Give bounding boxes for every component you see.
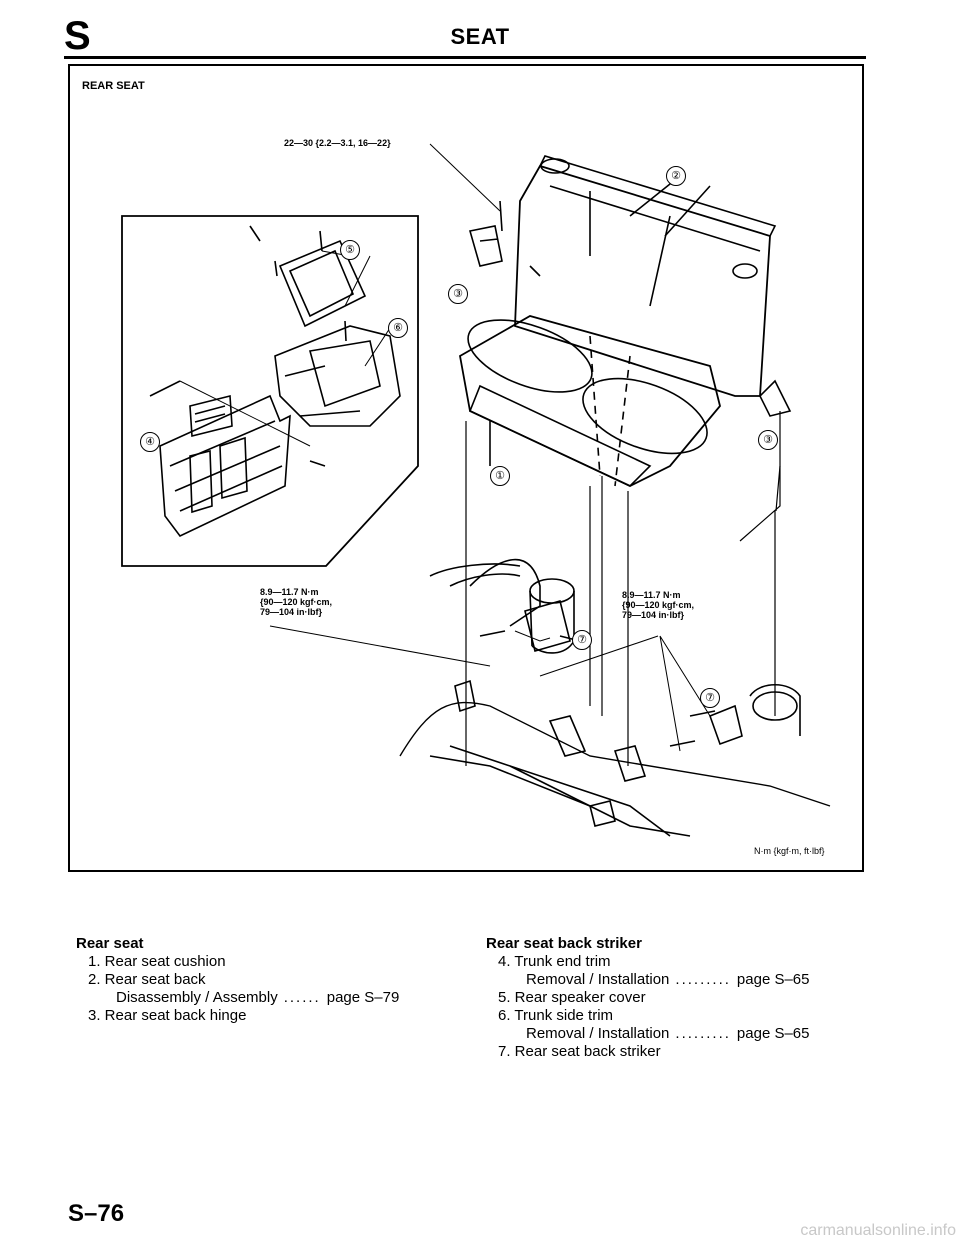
legend-item: 4. Trunk end trim (498, 953, 611, 970)
legend-heading: Rear seat (76, 935, 144, 952)
legend-item: 6. Trunk side trim (498, 1007, 614, 1024)
page-reference: page S–79 (326, 989, 400, 1006)
legend-subitem: Removal / Installation ......... page S–… (486, 1025, 886, 1043)
page-reference: page S–65 (736, 1025, 810, 1042)
section-letter: S (64, 14, 91, 58)
legend-sub-label: Removal / Installation (526, 971, 670, 988)
leader-dots: ......... (675, 971, 731, 988)
page-reference: page S–65 (736, 971, 810, 988)
legend-item: 1. Rear seat cushion (88, 953, 226, 970)
figure-box: REAR SEAT (68, 64, 864, 872)
callout-7a: ⑦ (572, 630, 592, 650)
callout-7b: ⑦ (700, 688, 720, 708)
callout-1: ① (490, 466, 510, 486)
legend-subitem: Disassembly / Assembly ...... page S–79 (76, 989, 476, 1007)
legend-subitem: Removal / Installation ......... page S–… (486, 971, 886, 989)
torque-line: {90—120 kgf·cm, (622, 600, 695, 610)
legend-item: 3. Rear seat back hinge (88, 1007, 247, 1024)
header-rule (64, 56, 866, 59)
leader-dots: ...... (283, 989, 321, 1006)
page-number: S–76 (68, 1200, 125, 1227)
torque-line: 8.9—11.7 N·m (260, 587, 319, 597)
page-title: SEAT (450, 24, 510, 49)
legend-item: 2. Rear seat back (88, 971, 206, 988)
figure-label: REAR SEAT (82, 80, 145, 92)
callout-3a: ③ (448, 284, 468, 304)
torque-line: 8.9—11.7 N·m (622, 590, 681, 600)
callout-6: ⑥ (388, 318, 408, 338)
legend-rear-seat: Rear seat 1. Rear seat cushion 2. Rear s… (76, 935, 476, 1025)
legend-sub-label: Disassembly / Assembly (116, 989, 278, 1006)
callout-2: ② (666, 166, 686, 186)
torque-line: 79—104 in·lbf} (260, 607, 323, 617)
legend-item: 5. Rear speaker cover (498, 989, 646, 1006)
rear-seat-exploded-diagram (121, 143, 831, 837)
callout-3b: ③ (758, 430, 778, 450)
torque-spec-top: 22—30 {2.2—3.1, 16—22} (284, 138, 391, 148)
legend-striker: Rear seat back striker 4. Trunk end trim… (486, 935, 886, 1061)
torque-spec-right: 8.9—11.7 N·m {90—120 kgf·cm, 79—104 in·l… (622, 590, 694, 620)
legend-sub-label: Removal / Installation (526, 1025, 670, 1042)
torque-spec-left: 8.9—11.7 N·m {90—120 kgf·cm, 79—104 in·l… (260, 587, 332, 617)
leader-dots: ......... (675, 1025, 731, 1042)
callout-5: ⑤ (340, 240, 360, 260)
units-note: N·m {kgf·m, ft·lbf} (754, 846, 825, 856)
footer-watermark: carmanualsonline.info (800, 1222, 956, 1239)
callout-4: ④ (140, 432, 160, 452)
torque-line: 79—104 in·lbf} (622, 610, 685, 620)
torque-line: {90—120 kgf·cm, (260, 597, 333, 607)
legend-item: 7. Rear seat back striker (498, 1043, 661, 1060)
legend-heading: Rear seat back striker (486, 935, 642, 952)
